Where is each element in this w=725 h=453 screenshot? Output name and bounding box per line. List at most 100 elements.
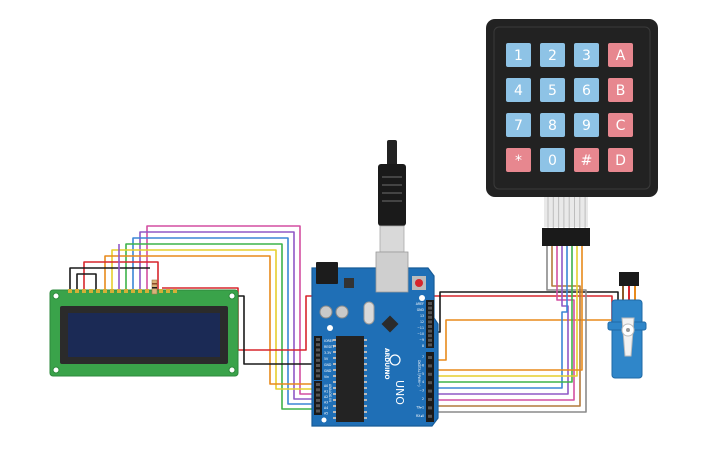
pin-label: ~3 (419, 389, 424, 393)
key-label: 2 (548, 48, 557, 64)
header-pin (428, 356, 432, 359)
key-C (608, 113, 633, 137)
pin-label: GND (417, 308, 425, 312)
chip-leg (333, 369, 336, 371)
wire-lcd-e (139, 231, 316, 400)
infinity-logo (389, 354, 401, 366)
power-jack (316, 262, 338, 284)
pin-label: RX◂0 (416, 414, 424, 418)
key-label: B (616, 83, 626, 99)
header-pin (316, 358, 320, 362)
power-header (314, 336, 322, 380)
pin-label: 4 (422, 380, 424, 384)
pin-label: ~11 (417, 326, 424, 330)
chip-leg (333, 357, 336, 359)
key-label: 1 (514, 48, 523, 64)
key-1 (506, 43, 531, 67)
pin-label: A2 (324, 395, 328, 399)
capacitor (335, 305, 349, 319)
chip-leg (364, 399, 367, 401)
analog-label: ANALOG IN (328, 384, 332, 402)
capacitor (319, 305, 333, 319)
lcd-display (49, 289, 239, 377)
wire-keypad-7 (432, 246, 578, 377)
lcd-pin (131, 289, 135, 293)
wire-keypad-8 (432, 246, 583, 371)
mounting-hole (321, 417, 327, 423)
header-pin (428, 311, 432, 315)
chip-leg (333, 345, 336, 347)
pin-label: 7 (422, 355, 424, 359)
header-pin (316, 388, 320, 392)
arduino-uno: ARDUINO UNO ANALOG IN DIGITAL (PWM~) IOR… (311, 140, 439, 427)
lcd-pin (68, 289, 72, 293)
key-5 (540, 78, 565, 102)
wire-keypad-6 (432, 246, 573, 383)
header-pin (316, 383, 320, 386)
lcd-screen (68, 313, 220, 357)
header-pin (316, 348, 320, 352)
chip-leg (333, 393, 336, 395)
header-pin (428, 334, 432, 338)
chip-leg (333, 411, 336, 413)
wire-lcd-gnd-2 (76, 273, 97, 290)
wire-ground-servo (432, 291, 622, 333)
wire-lcd-gnd (69, 267, 150, 290)
header-pin (316, 343, 320, 347)
pin-label: TX▸1 (415, 405, 424, 409)
lcd-pin (117, 289, 121, 293)
chip-leg (333, 363, 336, 365)
chip-leg (364, 381, 367, 383)
arduino-model: UNO (393, 380, 406, 405)
mounting-hole (327, 325, 333, 331)
header-pin (428, 398, 432, 401)
header-pin (428, 414, 432, 418)
wire-lcd-d6 (111, 249, 316, 390)
chip-leg (364, 357, 367, 359)
key-6 (574, 78, 599, 102)
chip-leg (364, 351, 367, 353)
ribbon-lines (547, 197, 586, 228)
header-pin (428, 343, 432, 347)
key-2 (540, 43, 565, 67)
key-label: 3 (582, 48, 591, 64)
usb-cable (378, 140, 406, 253)
lcd-pin (75, 289, 79, 293)
usb-socket (375, 251, 409, 293)
key-B (608, 78, 633, 102)
crystal (363, 301, 375, 325)
wire-keypad-3 (432, 246, 575, 401)
resistor (151, 279, 158, 295)
key-label: * (515, 153, 522, 169)
pin-label: A5 (324, 412, 328, 416)
header-pin (428, 338, 432, 342)
chip-leg (364, 375, 367, 377)
key-* (506, 148, 531, 172)
chip-leg (364, 363, 367, 365)
chip-leg (364, 417, 367, 419)
pin-label: IOREF (324, 339, 334, 343)
analog-header (314, 381, 322, 415)
key-# (574, 148, 599, 172)
key-3 (574, 43, 599, 67)
header-pin (428, 389, 432, 393)
pin-label: GND (324, 363, 332, 367)
header-pin (316, 353, 320, 357)
chip-leg (333, 405, 336, 407)
keypad-connector (542, 228, 590, 246)
header-pin (316, 374, 320, 378)
key-D (608, 148, 633, 172)
lcd-pin (96, 289, 100, 293)
key-label: A (616, 48, 626, 64)
header-pin (428, 320, 432, 324)
pin-label: 13 (420, 314, 424, 318)
pin-label: A4 (324, 406, 328, 410)
lcd-pin (166, 289, 170, 293)
pin-label: 2 (422, 397, 424, 401)
digital-header-top (426, 300, 434, 348)
lcd-pin (103, 289, 107, 293)
key-label: 8 (548, 118, 557, 134)
header-pin (428, 329, 432, 333)
